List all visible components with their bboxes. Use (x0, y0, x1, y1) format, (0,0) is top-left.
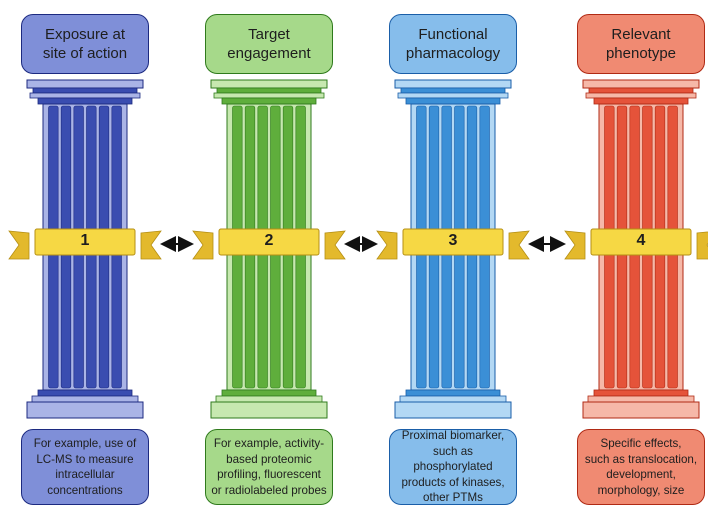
pillar-2-ribbon (218, 228, 320, 256)
pillar-1-capital-neck (37, 97, 133, 105)
pillar-4-capital-band (588, 87, 694, 94)
pillar-1-ribbon-tail-left (8, 230, 30, 260)
pillar-4-base-neck (593, 389, 689, 397)
pillar-4-ribbon-tail-right (696, 231, 708, 260)
pillar-1-base-neck (37, 389, 133, 397)
pillar-2-capital-neck (221, 97, 317, 105)
pillar-2-capital-band (216, 87, 322, 94)
pillar-4-number: 4 (636, 232, 646, 249)
pillar-4-title: Relevant phenotype (577, 14, 705, 74)
pillar-2-base-neck (221, 389, 317, 397)
pillar-3-title: Functional pharmacology (389, 14, 517, 74)
pillar-2-ribbon-tail-left (192, 230, 214, 260)
pillar-3-base-neck (405, 389, 501, 397)
pillar-3-number: 3 (448, 232, 458, 249)
pillar-1-base-molding (31, 395, 139, 403)
pillar-1-capital-molding (29, 92, 141, 99)
pillar-3-base-molding (399, 395, 507, 403)
pillar-2-ribbon-tail-right (324, 230, 346, 260)
pillar-1-ribbon-tail-right (140, 230, 162, 260)
pillar-2-title: Target engagement (205, 14, 333, 74)
pillar-2-plinth (210, 401, 328, 419)
pillar-3-abacus (394, 79, 512, 89)
pillar-2-base-molding (215, 395, 323, 403)
pillar-4-ribbon (590, 228, 692, 256)
pillar-3-description: Proximal biomarker, such as phosphorylat… (389, 429, 517, 505)
pillar-3-capital-neck (405, 97, 501, 105)
pillar-2-description: For example, activity- based proteomic p… (205, 429, 333, 505)
pillar-3-capital-band (400, 87, 506, 94)
pillar-1-abacus (26, 79, 144, 89)
pillar-2-number: 2 (264, 232, 274, 249)
pillar-4-base-molding (587, 395, 695, 403)
pillar-1-title: Exposure at site of action (21, 14, 149, 74)
pillar-3-plinth (394, 401, 512, 419)
pillar-1-ribbon (34, 228, 136, 256)
pillar-1-number: 1 (80, 232, 90, 249)
pillar-4-ribbon-tail-left (564, 230, 586, 260)
pillar-2-abacus (210, 79, 328, 89)
pillar-4-capital-neck (593, 97, 689, 105)
pillar-3-ribbon-tail-right (508, 230, 530, 260)
pillar-2-capital-molding (213, 92, 325, 99)
pillar-4-abacus (582, 79, 700, 89)
pillar-3-capital-molding (397, 92, 509, 99)
pillar-4-capital-molding (585, 92, 697, 99)
pillar-1-description: For example, use of LC-MS to measure int… (21, 429, 149, 505)
pillar-1-plinth (26, 401, 144, 419)
pillar-1-capital-band (32, 87, 138, 94)
pillar-3-ribbon-tail-left (376, 230, 398, 260)
pillar-4-description: Specific effects, such as translocation,… (577, 429, 705, 505)
pillar-4-plinth (582, 401, 700, 419)
pillar-3-ribbon (402, 228, 504, 256)
